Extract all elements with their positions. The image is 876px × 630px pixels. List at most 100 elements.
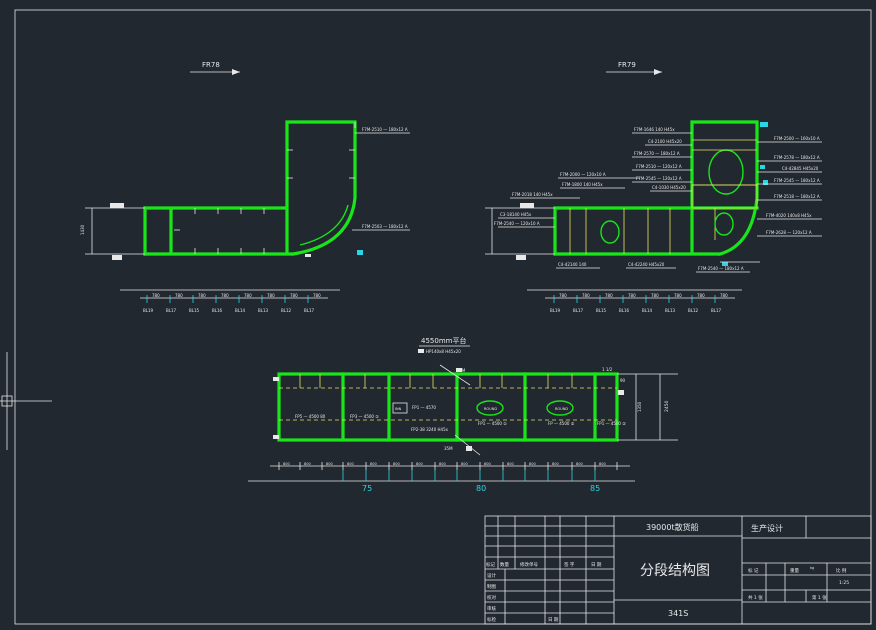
svg-text:FP3 一 4500 ②: FP3 一 4500 ② [350, 414, 379, 419]
svg-text:FP1 一 4570: FP1 一 4570 [412, 405, 436, 410]
svg-text:800: 800 [507, 462, 514, 466]
svg-text:800: 800 [370, 462, 377, 466]
svg-text:780: 780 [674, 293, 682, 298]
signoff-check: 校对 [487, 594, 496, 601]
svg-text:780: 780 [290, 293, 298, 298]
right-section-view: F7M-2500 一 160x10 A F7M-2578 一 180x12 A … [485, 120, 822, 313]
platform-label: 4550mm平台 [421, 336, 466, 345]
svg-text:BL13: BL13 [665, 308, 676, 313]
svg-text:F7M-1800 140 H45x: F7M-1800 140 H45x [562, 182, 603, 187]
svg-text:INN: INN [395, 407, 402, 411]
svg-text:BL17: BL17 [573, 308, 584, 313]
svg-text:BL14: BL14 [235, 308, 246, 313]
svg-text:1430: 1430 [80, 224, 85, 235]
svg-text:BL19: BL19 [550, 308, 561, 313]
svg-text:F7M-1646 140 H45x: F7M-1646 140 H45x [634, 127, 675, 132]
fr79-label: FR79 [618, 61, 636, 69]
drawing-number: 341S [668, 609, 688, 618]
svg-text:ROUND: ROUND [484, 407, 497, 411]
svg-text:F7M-2510 一 120x12 A: F7M-2510 一 120x12 A [636, 164, 682, 169]
svg-text:FP1 一 4500 ②: FP1 一 4500 ② [597, 421, 626, 426]
svg-text:F7M-2540 一 180x12 A: F7M-2540 一 180x12 A [698, 266, 744, 271]
scale-value: 1:25 [839, 580, 849, 586]
svg-text:800: 800 [283, 462, 290, 466]
svg-text:800: 800 [461, 462, 468, 466]
svg-text:780: 780 [651, 293, 659, 298]
svg-text:1 1/2: 1 1/2 [602, 367, 613, 372]
svg-text:800: 800 [484, 462, 491, 466]
crosshair-cursor [0, 352, 52, 450]
svg-text:F7M-2578 一 180x12 A: F7M-2578 一 180x12 A [774, 155, 820, 160]
svg-text:780: 780 [313, 293, 321, 298]
sheet-no: 第 1 张 [812, 594, 827, 601]
svg-text:F7M-2628 一 120x12 A: F7M-2628 一 120x12 A [766, 230, 812, 235]
svg-text:ROUND: ROUND [555, 407, 568, 411]
svg-text:F7M-2545 一 120x12 A: F7M-2545 一 120x12 A [636, 176, 682, 181]
svg-text:780: 780 [267, 293, 275, 298]
stage-label: 生产设计 [751, 523, 783, 533]
svg-text:800: 800 [529, 462, 536, 466]
frame-number-75: 75 [362, 484, 372, 493]
svg-text:C4-2100 H45x20: C4-2100 H45x20 [648, 139, 682, 144]
svg-text:800: 800 [439, 462, 446, 466]
svg-text:C3-18140 H45x: C3-18140 H45x [500, 212, 532, 217]
rev-col-mark: 标记 [486, 561, 495, 568]
svg-text:780: 780 [244, 293, 252, 298]
svg-text:780: 780 [582, 293, 590, 298]
scale-label: 比 例 [836, 567, 847, 574]
svg-text:F7M-2510 一 180x12 A: F7M-2510 一 180x12 A [362, 127, 408, 132]
svg-text:800: 800 [599, 462, 606, 466]
drawing-border [14, 9, 872, 625]
svg-text:C4-1030 H45x20: C4-1030 H45x20 [652, 185, 686, 190]
svg-text:F7M-2500 一 160x10 A: F7M-2500 一 160x10 A [774, 136, 820, 141]
svg-text:C4-42240 H45x20: C4-42240 H45x20 [628, 262, 665, 267]
total-sheets: 共 1 张 [748, 594, 763, 601]
svg-text:F7M: F7M [457, 368, 466, 373]
svg-text:780: 780 [628, 293, 636, 298]
svg-text:F7M-2545 一 180x12 A: F7M-2545 一 180x12 A [774, 178, 820, 183]
svg-text:F7M-2018 140 H45x: F7M-2018 140 H45x [512, 192, 553, 197]
svg-text:FP2-38 3240 H45x: FP2-38 3240 H45x [411, 427, 449, 432]
svg-text:FP1 一 4500 ①: FP1 一 4500 ① [478, 421, 507, 426]
svg-text:BL15: BL15 [189, 308, 200, 313]
svg-text:BL19: BL19 [143, 308, 154, 313]
rev-col-qty: 数量 [500, 561, 509, 568]
svg-text:BL14: BL14 [642, 308, 653, 313]
left-section-view: 1430 F7M-2510 一 180x12 A F7M-2503 一 180x… [80, 120, 410, 313]
title-block: 标记 数量 修改单号 签 字 日 期 设计 制图 校对 审核 标检 日 期 39… [484, 515, 872, 625]
svg-text:BL16: BL16 [619, 308, 630, 313]
mark-label: 标 记 [748, 567, 759, 574]
svg-text:BL13: BL13 [258, 308, 269, 313]
svg-text:F7M-2570 一 180x12 A: F7M-2570 一 180x12 A [634, 151, 680, 156]
frame-number-80: 80 [476, 484, 486, 493]
weight-unit: kg [810, 566, 814, 570]
svg-text:2450: 2450 [664, 400, 670, 412]
svg-text:780: 780 [175, 293, 183, 298]
signoff-design: 设计 [487, 572, 496, 579]
fr79-label-group: FR79 [606, 61, 662, 75]
svg-text:800: 800 [416, 462, 423, 466]
svg-text:C4-42140 140: C4-42140 140 [558, 262, 587, 267]
arrow-right-icon [654, 69, 662, 75]
svg-text:BL17: BL17 [166, 308, 177, 313]
signoff-draw: 制图 [487, 583, 496, 590]
svg-text:1350: 1350 [637, 401, 642, 412]
fr78-label: FR78 [202, 61, 220, 69]
svg-text:780: 780 [605, 293, 613, 298]
svg-text:BL17: BL17 [304, 308, 315, 313]
svg-text:780: 780 [697, 293, 705, 298]
svg-text:BL12: BL12 [281, 308, 292, 313]
svg-text:FP 一 4500 ②: FP 一 4500 ② [548, 421, 575, 426]
svg-text:90: 90 [620, 378, 626, 383]
svg-text:C4-42845 H45x20: C4-42845 H45x20 [782, 166, 819, 171]
svg-text:800: 800 [552, 462, 559, 466]
svg-text:F7M-2540 一 120x10 A: F7M-2540 一 120x10 A [494, 221, 540, 226]
svg-text:800: 800 [347, 462, 354, 466]
arrow-right-icon [232, 69, 240, 75]
rev-col-sign: 签 字 [564, 561, 575, 568]
signoff-std: 标检 [487, 616, 496, 623]
svg-text:780: 780 [152, 293, 160, 298]
svg-text:800: 800 [304, 462, 311, 466]
drawing-title: 分段结构图 [640, 563, 710, 579]
